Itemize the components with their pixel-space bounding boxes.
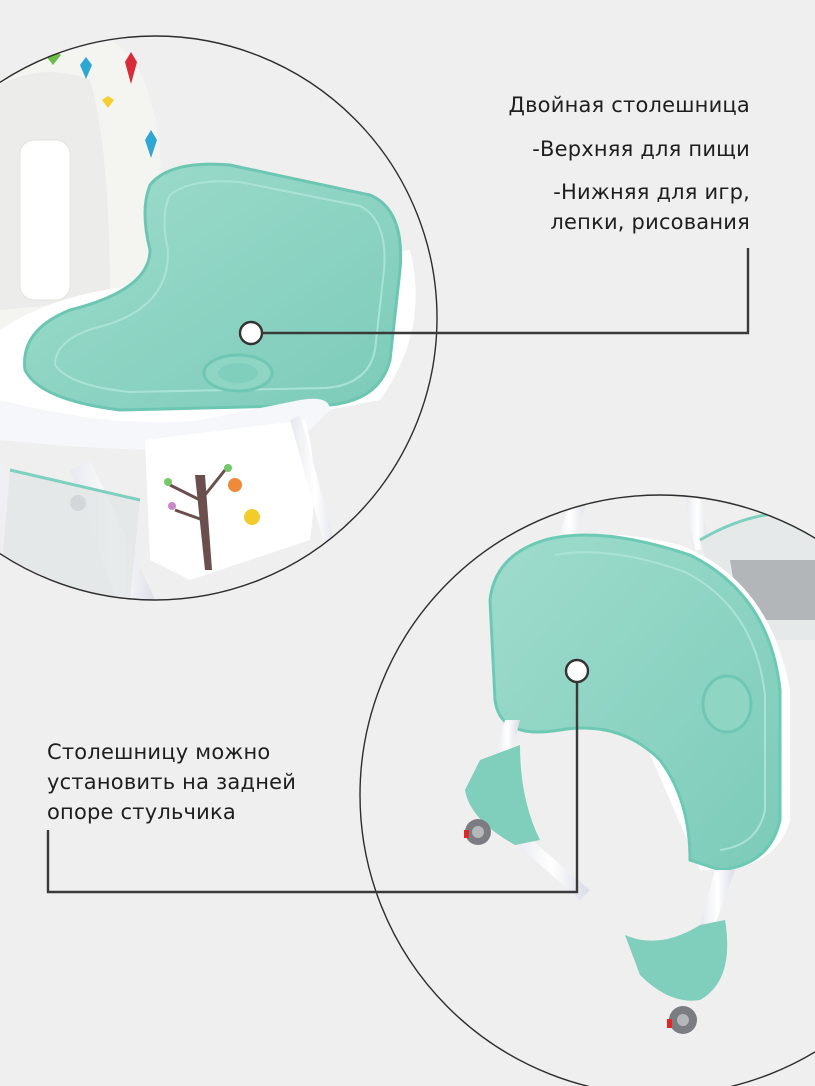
bottom-callout-dot — [564, 658, 590, 684]
bottom-circle-image — [360, 495, 815, 1086]
top-circle-image — [0, 36, 437, 600]
caster-wheel-icons — [464, 819, 697, 1034]
caption-line-1: Столешницу можно — [47, 740, 271, 764]
caption-title: Двойная столешница — [508, 93, 750, 117]
caption-line-2: установить на задней — [47, 770, 297, 794]
top-circle-frame — [0, 35, 438, 601]
caption-lower-tray-continued: лепки, рисования — [550, 210, 750, 234]
caption-line-3: опоре стульчика — [47, 800, 236, 824]
caption-upper-tray: -Верхняя для пищи — [532, 137, 750, 161]
bottom-circle-frame — [359, 494, 815, 1086]
tree-monkey-print — [164, 464, 260, 570]
double-tray-caption: Двойная столешница -Верхняя для пищи -Ни… — [430, 90, 750, 250]
top-callout-connector — [262, 248, 750, 335]
rear-mount-caption: Столешницу можно установить на задней оп… — [47, 737, 296, 827]
top-callout-dot — [238, 320, 264, 346]
caption-lower-tray: -Нижняя для игр, — [553, 180, 750, 204]
bottom-callout-connector — [46, 683, 579, 894]
